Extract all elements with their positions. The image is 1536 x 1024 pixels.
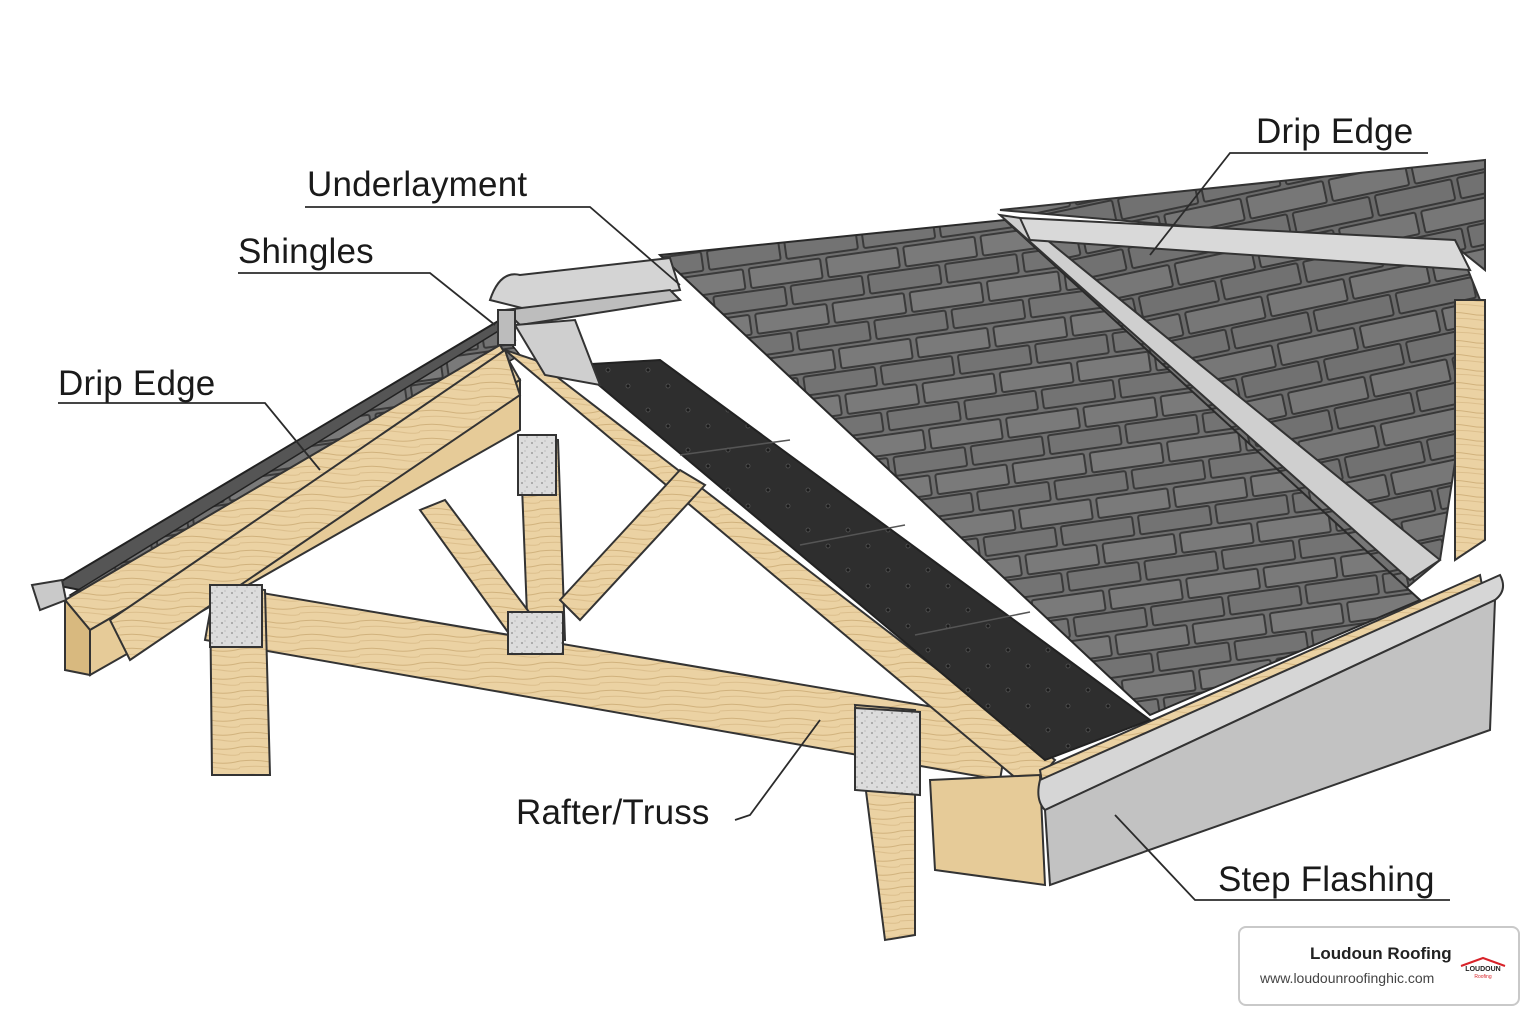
gusset-plate: [517, 434, 557, 496]
drip-edge-right-leader: [1149, 152, 1428, 256]
shingles-leader: [238, 272, 496, 326]
underlayment-layer: [572, 358, 1153, 762]
shingles-label: Shingles: [238, 232, 374, 271]
step-flashing-leader: [1114, 814, 1450, 901]
valley-metal: [996, 213, 1472, 582]
rafter-truss-label: Rafter/Truss: [516, 793, 710, 832]
underlayment-label: Underlayment: [307, 165, 528, 204]
logo-subtext: Roofing: [1474, 974, 1491, 980]
logo-text: LOUDOUN: [1465, 966, 1500, 973]
drip-edge-left-leader: [58, 402, 321, 471]
leader-lines: [58, 152, 1450, 901]
gusset-plate: [854, 706, 921, 797]
drip-edge-left-label: Drip Edge: [58, 364, 216, 403]
brand-url[interactable]: www.loudounroofinghic.com: [1260, 970, 1435, 986]
truss: [108, 348, 1057, 942]
gusset-plate: [507, 611, 564, 655]
step-flashing-label: Step Flashing: [1218, 860, 1435, 899]
left-drip-edge-profile: [30, 578, 68, 612]
front-shingle-plane: [657, 218, 1422, 717]
drip-edge-right-label: Drip Edge: [1256, 112, 1414, 151]
rafter-truss-leader: [734, 719, 821, 821]
front-gutter: [1037, 573, 1505, 887]
gusset-plate: [209, 584, 263, 648]
ridge-cap: [488, 256, 683, 387]
underlayment-leader: [305, 206, 681, 286]
brand-card: Loudoun Roofing www.loudounroofinghic.co…: [1238, 926, 1520, 1006]
loudoun-roofing-logo: LOUDOUN Roofing: [1460, 956, 1506, 980]
brand-name: Loudoun Roofing: [1310, 944, 1452, 963]
